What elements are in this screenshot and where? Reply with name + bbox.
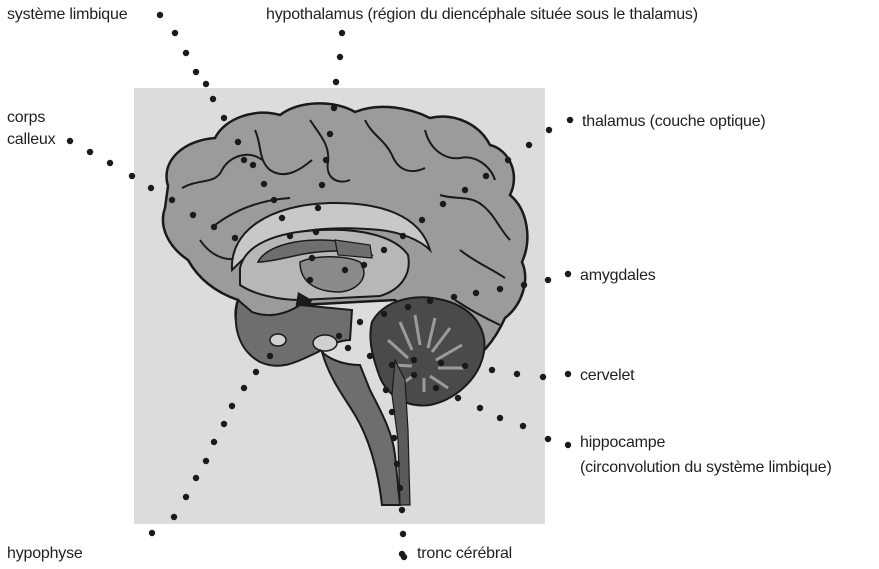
- label-tronc-cerebral: tronc cérébral: [417, 543, 512, 565]
- label-amygdales: amygdales: [580, 265, 656, 287]
- amygdala-blob: [313, 335, 337, 351]
- label-systeme-limbique: système limbique: [7, 4, 127, 26]
- label-corps-calleux-line2: calleux: [7, 129, 55, 151]
- label-hypothalamus: hypothalamus (région du diencéphale situ…: [266, 4, 698, 26]
- label-thalamus: thalamus (couche optique): [582, 111, 766, 133]
- label-hippocampe-line1: hippocampe: [580, 432, 665, 454]
- label-cervelet: cervelet: [580, 365, 634, 387]
- label-hypophyse: hypophyse: [7, 543, 83, 565]
- label-corps-calleux-line1: corps: [7, 107, 45, 129]
- pituitary: [270, 334, 286, 346]
- label-hippocampe-line2: (circonvolution du système limbique): [580, 457, 832, 479]
